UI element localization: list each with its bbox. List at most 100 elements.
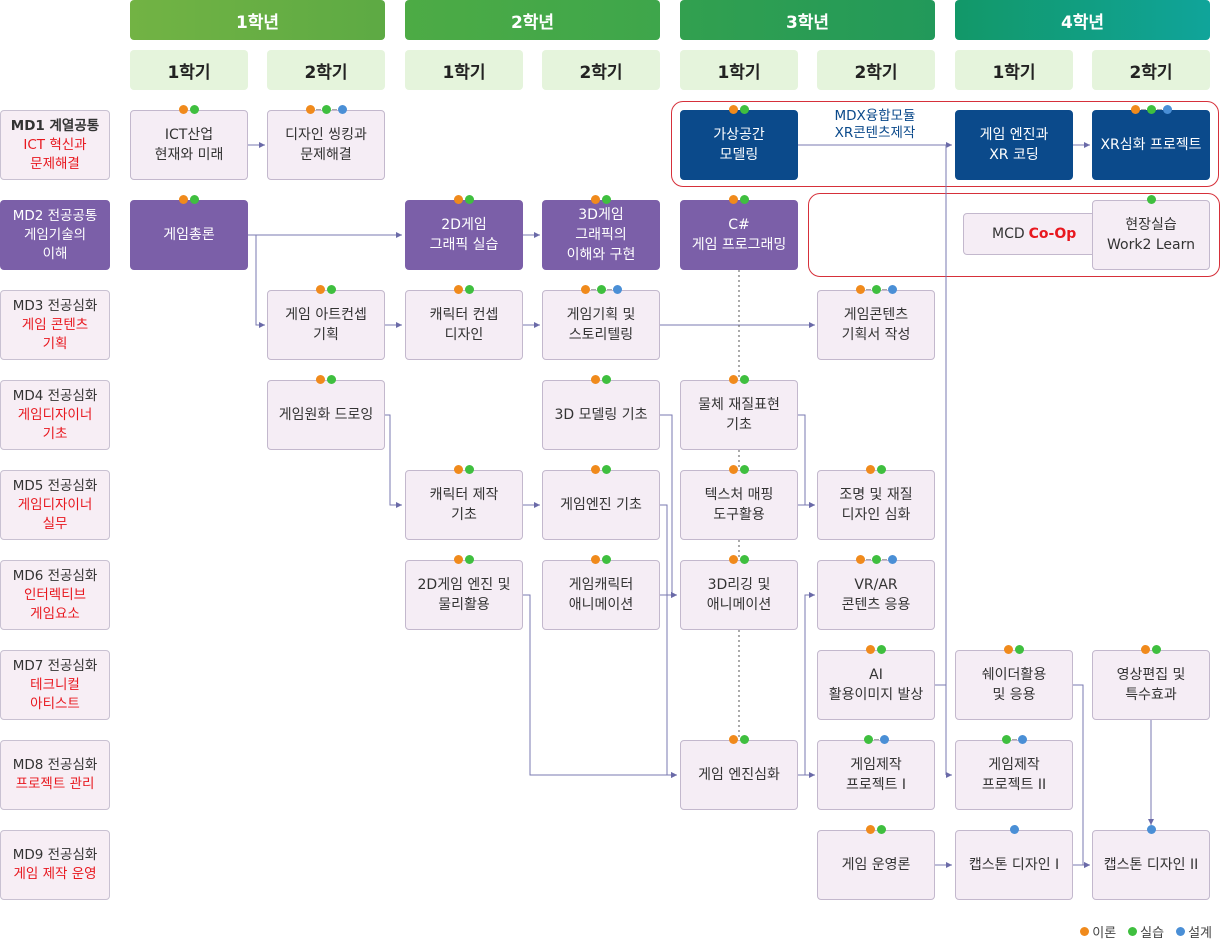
module-md4: MD4 전공심화 게임디자이너 기초 [0, 380, 110, 450]
module-title: MD6 전공심화 [12, 567, 98, 584]
type-dots [681, 195, 797, 204]
course-char-make[interactable]: 캐릭터 제작 기초 [405, 465, 523, 540]
course-proj1[interactable]: 게임제작 프로젝트 I [817, 735, 935, 810]
type-dots [818, 285, 934, 294]
course-proposal[interactable]: 게임콘텐츠 기획서 작성 [817, 285, 935, 360]
legend-practice-label: 실습 [1140, 926, 1165, 941]
course-vspace[interactable]: 가상공간 모델링 [680, 105, 798, 180]
course-char-concept[interactable]: 캐릭터 컨셉 디자인 [405, 285, 523, 360]
module-md3: MD3 전공심화 게임 콘텐츠 기획 [0, 290, 110, 360]
design-dot [337, 105, 347, 114]
theory-dot [1141, 645, 1150, 654]
course-lighting[interactable]: 조명 및 재질 디자인 심화 [817, 465, 935, 540]
practice-dot [596, 285, 606, 294]
course-cap1[interactable]: 캡스톤 디자인 I [955, 825, 1073, 900]
course-video[interactable]: 영상편집 및 특수효과 [1092, 645, 1210, 720]
course-model3d[interactable]: 3D 모델링 기초 [542, 375, 660, 450]
practice-dot [465, 465, 474, 474]
course-g2d[interactable]: 2D게임 그래픽 실습 [405, 195, 523, 270]
course-art-concept[interactable]: 게임 아트컨셉 기획 [267, 285, 385, 360]
course-rigging[interactable]: 3D리깅 및 애니메이션 [680, 555, 798, 630]
theory-dot [179, 195, 188, 204]
course-game-intro[interactable]: 게임총론 [130, 195, 248, 270]
legend-design-label: 설계 [1188, 926, 1212, 941]
course-csharp[interactable]: C# 게임 프로그래밍 [680, 195, 798, 270]
course-label: 캡스톤 디자인 II [1103, 857, 1199, 873]
course-char-anim[interactable]: 게임캐릭터 애니메이션 [542, 555, 660, 630]
theory-dot [591, 555, 600, 564]
type-dots [543, 285, 659, 294]
course-g3d[interactable]: 3D게임 그래픽의 이해와 구현 [542, 195, 660, 270]
theory-dot [729, 735, 738, 744]
design-dot [1162, 105, 1172, 114]
course-shader[interactable]: 쉐이더활용 및 응용 [955, 645, 1073, 720]
course-proj2[interactable]: 게임제작 프로젝트 II [955, 735, 1073, 810]
theory-dot [729, 105, 738, 114]
type-dots [543, 555, 659, 564]
module-subtitle: 게임 제작 운영 [13, 866, 97, 882]
practice-dot [877, 825, 886, 834]
theory-dot [729, 555, 738, 564]
course-label: 게임 운영론 [841, 857, 911, 873]
module-md9: MD9 전공심화 게임 제작 운영 [0, 830, 110, 900]
course-field[interactable]: 현장실습 Work2 Learn [1092, 195, 1210, 270]
theory-dot [305, 105, 315, 114]
course-engine-adv[interactable]: 게임 엔진심화 [680, 735, 798, 810]
course-label: 조명 및 재질 디자인 심화 [839, 487, 913, 523]
course-label: 2D게임 그래픽 실습 [429, 217, 499, 253]
module-subtitle: 아티스트 [30, 695, 80, 712]
course-design-thinking[interactable]: 디자인 씽킹과 문제해결 [267, 105, 385, 180]
course-label: 캡스톤 디자인 I [968, 857, 1060, 873]
type-dots [406, 285, 522, 294]
course-xr-project[interactable]: XR심화 프로젝트 [1092, 105, 1210, 180]
type-dots [268, 285, 384, 294]
type-dots [956, 735, 1072, 744]
course-label: 디자인 씽킹과 문제해결 [285, 127, 367, 163]
theory-dot [454, 555, 463, 564]
coop-box: MCD Co-Op [963, 213, 1103, 255]
course-label: 게임원화 드로잉 [278, 407, 374, 423]
type-dots [543, 375, 659, 384]
module-subtitle: 실무 [42, 515, 68, 532]
course-label: VR/AR 콘텐츠 응용 [841, 577, 911, 613]
practice-dot [740, 195, 749, 204]
course-texture[interactable]: 텍스처 매핑 도구활용 [680, 465, 798, 540]
type-dots [268, 105, 384, 114]
type-dots [543, 195, 659, 204]
course-label: 현장실습 Work2 Learn [1107, 217, 1195, 253]
course-ops[interactable]: 게임 운영론 [817, 825, 935, 900]
course-label: 게임총론 [163, 227, 215, 243]
practice-dot [190, 195, 199, 204]
course-label: 가상공간 모델링 [713, 127, 765, 163]
type-dots [1093, 825, 1209, 834]
type-dots [956, 645, 1072, 654]
module-subtitle: 게임디자이너 [17, 496, 93, 513]
module-subtitle: 기획 [42, 335, 68, 352]
theory-dot [591, 375, 600, 384]
type-dots [1093, 195, 1209, 204]
course-label: 게임캐릭터 애니메이션 [568, 577, 634, 613]
legend-design-dot [1176, 927, 1186, 936]
course-label: C# 게임 프로그래밍 [691, 217, 787, 253]
course-drawing[interactable]: 게임원화 드로잉 [267, 375, 385, 450]
course-engine2d[interactable]: 2D게임 엔진 및 물리활용 [405, 555, 523, 630]
course-label: 캐릭터 제작 기초 [429, 487, 499, 523]
course-engine-xr[interactable]: 게임 엔진과 XR 코딩 [955, 110, 1073, 180]
module-subtitle: 기초 [42, 425, 68, 442]
course-label: 게임 엔진과 XR 코딩 [979, 127, 1049, 163]
course-storytelling[interactable]: 게임기획 및 스토리텔링 [542, 285, 660, 360]
course-ai[interactable]: AI 활용이미지 발상 [817, 645, 935, 720]
mdx-title: MDX융합모듈 [834, 108, 916, 124]
module-subtitle: 게임기술의 [23, 226, 87, 243]
course-label: 캐릭터 컨셉 디자인 [429, 307, 499, 343]
practice-dot [327, 375, 336, 384]
course-label: AI 활용이미지 발상 [828, 667, 924, 703]
course-label: 게임 아트컨셉 기획 [285, 307, 367, 343]
course-engine-basic[interactable]: 게임엔진 기초 [542, 465, 660, 540]
module-md8: MD8 전공심화 프로젝트 관리 [0, 740, 110, 810]
course-ict[interactable]: ICT산업 현재와 미래 [130, 105, 248, 180]
course-material[interactable]: 물체 재질표현 기초 [680, 375, 798, 450]
course-cap2[interactable]: 캡스톤 디자인 II [1092, 825, 1210, 900]
course-vrar[interactable]: VR/AR 콘텐츠 응용 [817, 555, 935, 630]
type-dots [818, 825, 934, 834]
